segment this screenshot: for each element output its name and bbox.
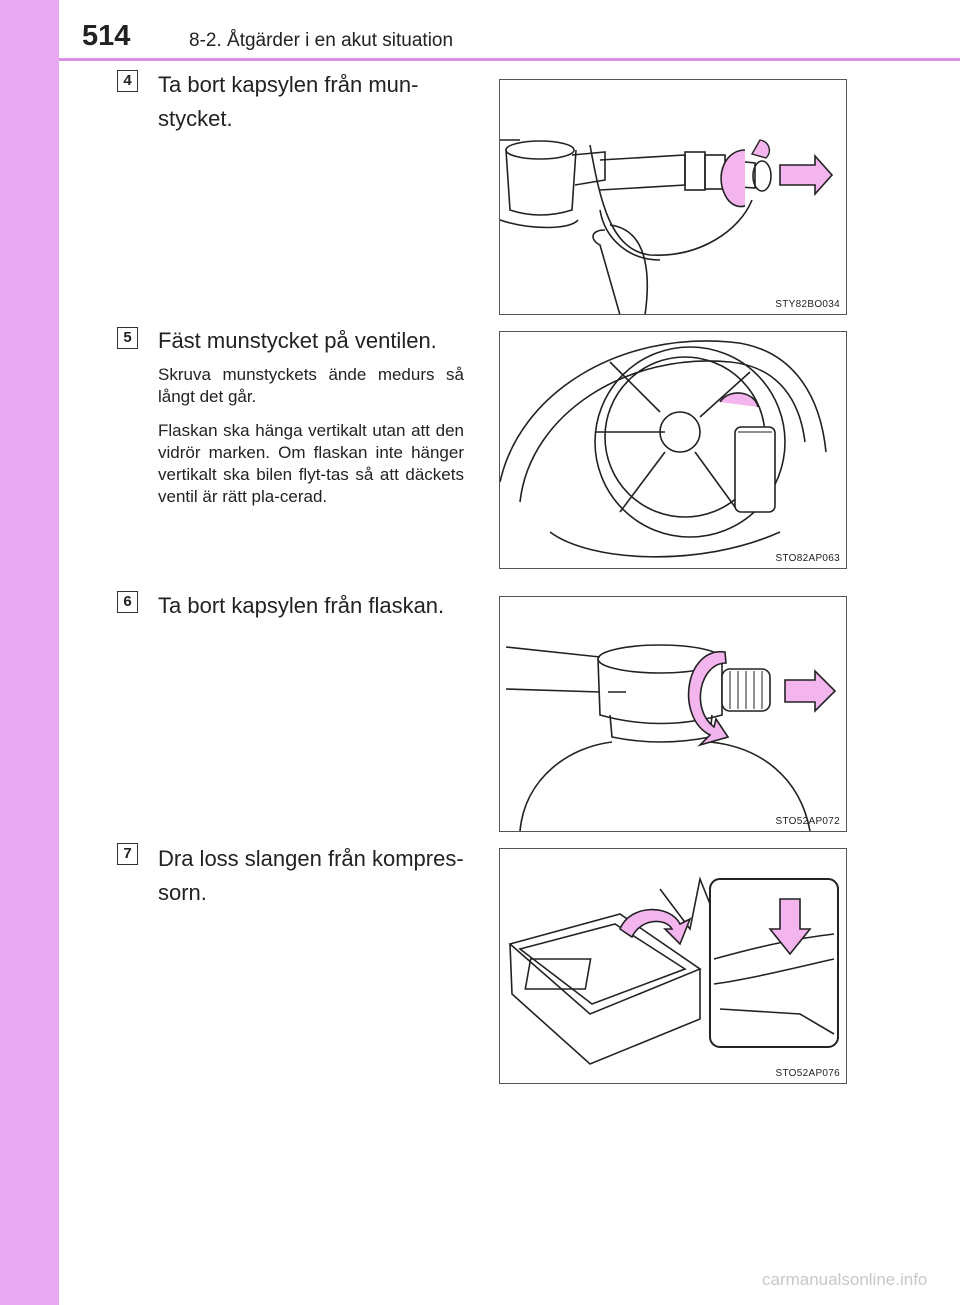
figure-id-label: STO52AP072: [775, 816, 840, 827]
step-7-badge: 7: [117, 843, 138, 865]
step-6-badge: 6: [117, 591, 138, 613]
section-title: 8-2. Åtgärder i en akut situation: [189, 30, 454, 51]
step-7-title-line2: sorn.: [158, 880, 207, 905]
step-5-badge: 5: [117, 327, 138, 349]
figure-id-label: STY82BO034: [775, 299, 840, 310]
step-4-title-line1: Ta bort kapsylen från mun-: [158, 72, 419, 97]
nozzle-cap-illustration: [500, 139, 834, 314]
valve-attach-illustration: [500, 340, 827, 558]
step-7-title-line1: Dra loss slangen från kompres-: [158, 846, 464, 871]
step-4-title-line2: stycket.: [158, 106, 233, 131]
page-sidebar: [0, 0, 59, 1305]
step-5-paragraph-1: Skruva munstyckets ände medurs så långt …: [158, 365, 464, 406]
figure-valve-attach: STO82AP063: [499, 331, 847, 569]
figure-bottle-cap: STO52AP072: [499, 596, 847, 832]
step-5-title: Fäst munstycket på ventilen.: [158, 328, 437, 353]
bottle-cap-illustration: [505, 644, 837, 831]
figure-id-label: STO82AP063: [775, 553, 840, 564]
step-5-paragraph-2: Flaskan ska hänga vertikalt utan att den…: [158, 421, 464, 506]
figure-nozzle-cap: STY82BO034: [499, 79, 847, 315]
figure-id-label: STO52AP076: [775, 1068, 840, 1079]
step-4-badge: 4: [117, 70, 138, 92]
header-divider: [59, 58, 960, 61]
watermark: carmanualsonline.info: [762, 1270, 928, 1289]
figure-compressor-hose: STO52AP076: [499, 848, 847, 1084]
step-6-title: Ta bort kapsylen från flaskan.: [158, 593, 445, 618]
page-number: 514: [82, 20, 131, 52]
compressor-hose-illustration: [508, 876, 839, 1065]
